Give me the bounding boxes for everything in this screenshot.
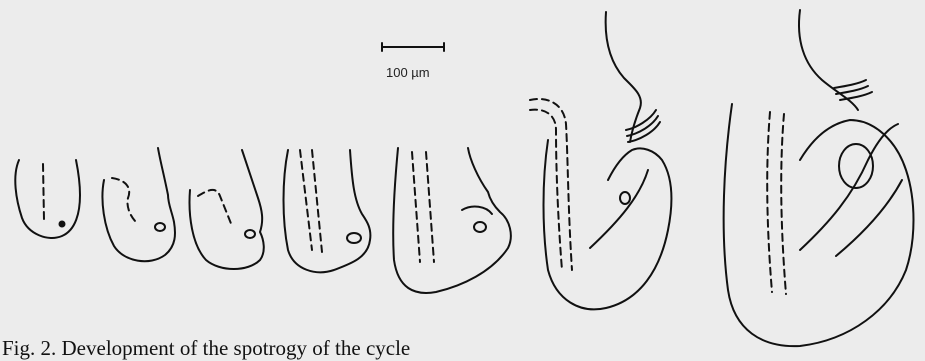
stage-4-drawing [284,150,371,272]
stage-2-drawing [102,148,175,261]
figure-caption: Fig. 2. Development of the spotrogy of t… [2,336,410,361]
stage-3-drawing [190,150,264,269]
stage-7-drawing [724,10,914,346]
stage-6-drawing [530,12,671,309]
scale-bar [382,43,444,51]
stage-1-drawing [15,160,80,238]
stage-5-drawing [393,148,511,293]
scale-bar-label: 100 µm [386,65,430,80]
